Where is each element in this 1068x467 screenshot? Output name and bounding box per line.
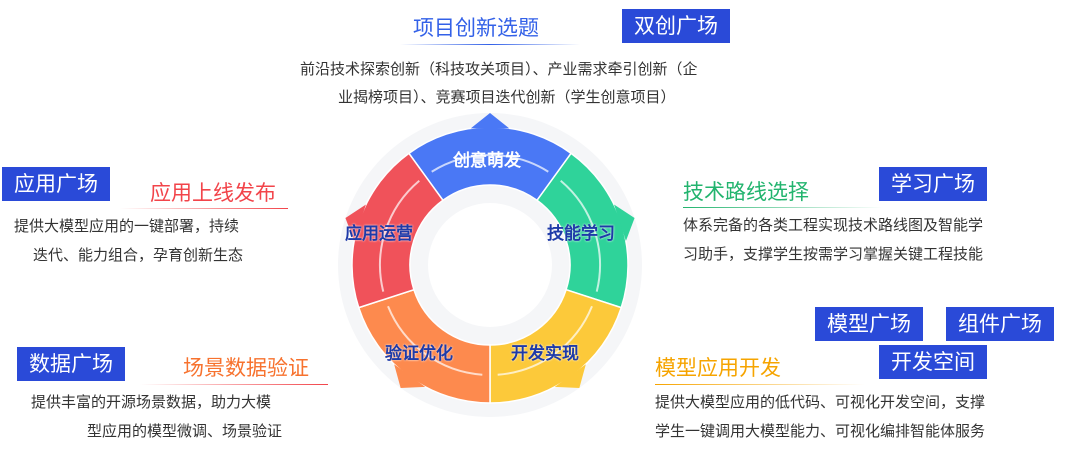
ring-arrow-development (554, 364, 586, 388)
top-desc-2: 业揭榜项目）、竞赛项目迭代创新（学生创意项目） (338, 88, 676, 106)
segment-label-development: 开发实现 (511, 344, 579, 364)
tag-data-square[interactable]: 数据广场 (17, 347, 125, 381)
app-title: 应用上线发布 (150, 181, 276, 205)
tag-innovation-square[interactable]: 双创广场 (622, 9, 730, 43)
segment-label-operation: 应用运营 (345, 224, 413, 244)
ring-arrow-skill-learning (614, 204, 635, 242)
data-desc-2: 型应用的模型微调、场景验证 (87, 422, 283, 440)
ring-inner-line (431, 154, 549, 173)
tag-model-square[interactable]: 模型广场 (815, 307, 923, 341)
lifecycle-ring (338, 113, 642, 417)
top-underline (400, 44, 580, 45)
ring-inner-line (560, 179, 601, 292)
segment-label-skill-learning: 技能学习 (547, 224, 615, 244)
data-title: 场景数据验证 (183, 356, 309, 380)
ring-inner-line (497, 305, 593, 376)
ring-inner-line (379, 179, 420, 292)
app-underline (120, 208, 288, 209)
model-desc-2: 学生一键调用大模型能力、可视化编排智能体服务 (655, 422, 986, 440)
app-desc-2: 迭代、能力组合，孕育创新生态 (33, 246, 244, 264)
ring-arrow-validation (394, 364, 426, 388)
segment-label-validation: 验证优化 (385, 344, 453, 364)
tag-component-square[interactable]: 组件广场 (946, 307, 1054, 341)
data-underline (140, 384, 328, 385)
ring-arrow-operation (345, 204, 366, 242)
ring-inner-line (387, 305, 483, 376)
tech-desc-1: 体系完备的各类工程实现技术路线图及智能学 (683, 216, 984, 234)
tag-learning-square[interactable]: 学习广场 (879, 167, 987, 201)
ring-center (428, 203, 552, 327)
top-title: 项目创新选题 (413, 16, 539, 40)
data-desc-1: 提供丰富的开源场景数据，助力大模 (31, 393, 272, 411)
tech-desc-2: 习助手，支撑学生按需学习掌握关键工程技能 (683, 245, 984, 263)
ring-segment-operation (351, 152, 445, 309)
top-desc-1: 前沿技术探索创新（科技攻关项目）、产业需求牵引创新（企 (300, 60, 698, 78)
segment-label-ideation: 创意萌发 (453, 151, 521, 171)
model-underline (655, 384, 865, 385)
tech-underline (683, 207, 883, 208)
model-title: 模型应用开发 (655, 356, 781, 380)
tag-dev-space[interactable]: 开发空间 (879, 345, 987, 379)
ring-arrow-ideation (470, 113, 510, 129)
tag-app-square[interactable]: 应用广场 (2, 167, 110, 201)
model-desc-1: 提供大模型应用的低代码、可视化开发空间，支撑 (655, 393, 986, 411)
tech-title: 技术路线选择 (683, 180, 809, 204)
app-desc-1: 提供大模型应用的一键部署，持续 (14, 217, 240, 235)
